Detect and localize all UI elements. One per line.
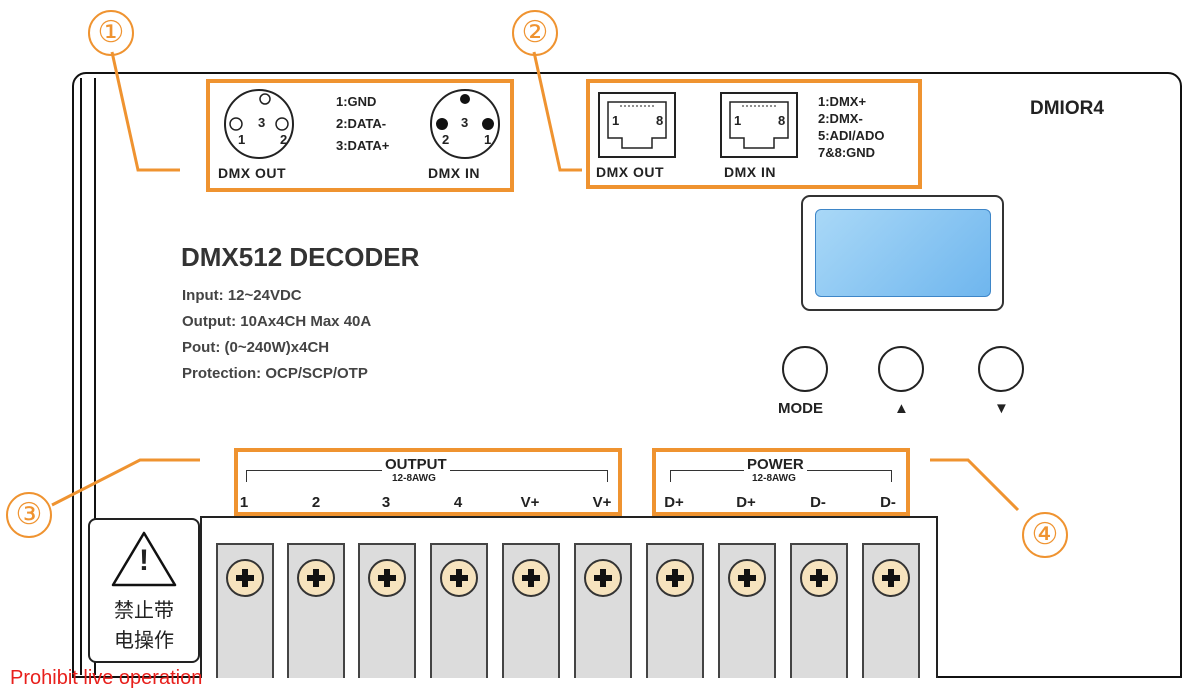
rj45-pin-dmx-plus: 1:DMX+ xyxy=(818,94,867,109)
rj45-connector-section xyxy=(586,79,922,189)
down-arrow-icon: ▼ xyxy=(994,400,1009,417)
screw-icon[interactable] xyxy=(584,559,622,597)
warning-cn-line-1: 禁止带 xyxy=(114,598,174,622)
terminal-vplus-1[interactable] xyxy=(502,543,560,678)
rj45-in-connector-icon xyxy=(720,92,798,158)
xlr-in-label: DMX IN xyxy=(428,165,480,181)
spec-pout: Pout: (0~240W)x4CH xyxy=(182,339,330,356)
xlr-out-pin-2: 2 xyxy=(280,132,288,147)
rj45-out-pin-1: 1 xyxy=(612,113,620,128)
rj45-pin-adi-ado: 5:ADI/ADO xyxy=(818,128,885,143)
terminal-3[interactable] xyxy=(358,543,416,678)
screw-icon[interactable] xyxy=(226,559,264,597)
spec-output: Output: 10Ax4CH Max 40A xyxy=(182,313,372,330)
power-terminal-label-dplus-1: D+ xyxy=(664,494,684,511)
xlr-pin-gnd: 1:GND xyxy=(336,94,377,109)
lcd-display xyxy=(801,195,1004,311)
screw-icon[interactable] xyxy=(656,559,694,597)
power-terminal-label-dminus-1: D- xyxy=(810,494,826,511)
callout-1: ① xyxy=(88,10,134,56)
lcd-screen xyxy=(815,209,991,297)
mode-button[interactable] xyxy=(782,346,828,392)
up-arrow-icon: ▲ xyxy=(894,400,909,417)
warning-english-text: Prohibit live operation xyxy=(10,667,203,689)
terminal-dminus-2[interactable] xyxy=(862,543,920,678)
up-button[interactable] xyxy=(878,346,924,392)
xlr-pin-data-plus: 3:DATA+ xyxy=(336,138,390,153)
output-awg: 12-8AWG xyxy=(392,473,436,484)
terminal-4[interactable] xyxy=(430,543,488,678)
output-terminal-label-vplus-1: V+ xyxy=(520,494,540,511)
callout-4: ④ xyxy=(1022,512,1068,558)
output-terminal-label-4: 4 xyxy=(453,494,463,511)
rj45-pin-gnd: 7&8:GND xyxy=(818,145,876,160)
xlr-out-label: DMX OUT xyxy=(218,165,287,181)
rj45-in-pin-8: 8 xyxy=(778,113,786,128)
terminal-2[interactable] xyxy=(287,543,345,678)
down-button[interactable] xyxy=(978,346,1024,392)
model-name: DMIOR4 xyxy=(1030,98,1104,119)
terminal-1[interactable] xyxy=(216,543,274,678)
screw-icon[interactable] xyxy=(800,559,838,597)
screw-icon[interactable] xyxy=(440,559,478,597)
rj45-out-label: DMX OUT xyxy=(596,164,665,180)
terminal-vplus-2[interactable] xyxy=(574,543,632,678)
xlr-in-pin-1: 1 xyxy=(484,132,492,147)
output-terminal-label-vplus-2: V+ xyxy=(592,494,612,511)
xlr-out-pin-1: 1 xyxy=(238,132,246,147)
warning-label: ! 禁止带 电操作 xyxy=(88,518,200,663)
spec-protection: Protection: OCP/SCP/OTP xyxy=(182,365,368,382)
power-terminal-label-dplus-2: D+ xyxy=(736,494,756,511)
xlr-connector-section xyxy=(206,79,514,192)
terminal-dminus-1[interactable] xyxy=(790,543,848,678)
terminal-block-rail xyxy=(200,516,938,538)
xlr-out-pin-3: 3 xyxy=(258,115,266,130)
screw-icon[interactable] xyxy=(297,559,335,597)
warning-triangle-icon xyxy=(111,531,177,587)
power-title: POWER xyxy=(744,456,807,473)
xlr-in-pin-3: 3 xyxy=(461,115,469,130)
xlr-in-pin-2: 2 xyxy=(442,132,450,147)
screw-icon[interactable] xyxy=(872,559,910,597)
rj45-in-label: DMX IN xyxy=(724,164,776,180)
output-terminal-label-1: 1 xyxy=(239,494,249,511)
xlr-in-connector-icon xyxy=(430,89,500,159)
rj45-in-pin-1: 1 xyxy=(734,113,742,128)
power-awg: 12-8AWG xyxy=(752,473,796,484)
rj45-pin-dmx-minus: 2:DMX- xyxy=(818,111,863,126)
xlr-pin-data-minus: 2:DATA- xyxy=(336,116,387,131)
output-terminal-label-3: 3 xyxy=(381,494,391,511)
mode-button-label: MODE xyxy=(778,400,823,417)
spec-input: Input: 12~24VDC xyxy=(182,287,302,304)
rj45-out-connector-icon xyxy=(598,92,676,158)
screw-icon[interactable] xyxy=(512,559,550,597)
device-title: DMX512 DECODER xyxy=(181,242,420,272)
power-terminal-group xyxy=(652,448,910,516)
output-terminal-group xyxy=(234,448,622,516)
screw-icon[interactable] xyxy=(368,559,406,597)
terminal-dplus-1[interactable] xyxy=(646,543,704,678)
screw-icon[interactable] xyxy=(728,559,766,597)
warning-cn-line-2: 电操作 xyxy=(114,628,174,652)
callout-3: ③ xyxy=(6,492,52,538)
rj45-out-pin-8: 8 xyxy=(656,113,664,128)
xlr-out-connector-icon xyxy=(224,89,294,159)
warning-exclamation: ! xyxy=(139,544,149,577)
terminal-dplus-2[interactable] xyxy=(718,543,776,678)
output-title: OUTPUT xyxy=(382,456,450,473)
callout-2: ② xyxy=(512,10,558,56)
output-terminal-label-2: 2 xyxy=(311,494,321,511)
housing-side-strip xyxy=(80,78,96,675)
power-terminal-label-dminus-2: D- xyxy=(880,494,896,511)
